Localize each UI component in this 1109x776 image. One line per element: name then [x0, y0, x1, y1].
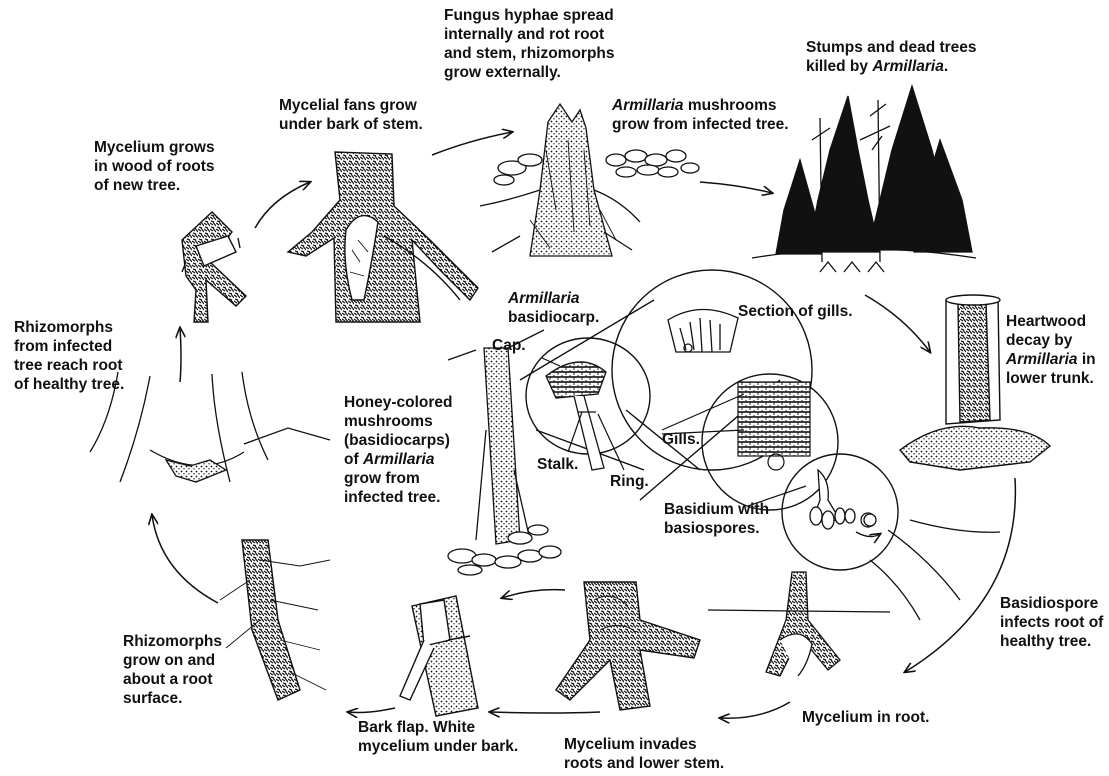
arrow-new-tree-to-fans [255, 182, 310, 228]
arrow-healthy-to-new-tree [180, 328, 181, 382]
invaded-roots-lower-stem [556, 582, 700, 710]
label-mycelium-in-root: Mycelium in root. [802, 708, 929, 727]
label-stumps-dead-trees: Stumps and dead trees killed by Armillar… [806, 38, 977, 76]
label-mycelial-fans: Mycelial fans growunder bark of stem. [279, 96, 423, 134]
label-section-of-gills: Section of gills. [738, 302, 853, 321]
label-rhizomorphs-grow: Rhizomorphsgrow on andabout a rootsurfac… [123, 632, 222, 708]
label-basidiocarp: Armillaria basidiocarp. [508, 289, 599, 327]
label-ring: Ring. [610, 472, 649, 491]
infected-tree-with-mushrooms [448, 330, 561, 575]
mycelium-in-root-stem [708, 572, 890, 676]
label-cap: Cap. [492, 336, 526, 355]
arrow-invades-to-honey-mushrooms [502, 590, 565, 598]
infected-root-healthy-tree [861, 513, 1000, 620]
root-piece-new-tree [182, 212, 246, 322]
basidium-drawing [810, 470, 880, 537]
basidiocarp-drawing [546, 362, 606, 470]
gills-detail-drawing [738, 382, 810, 470]
healthy-tree-roots [90, 372, 330, 482]
arrow-mushrooms-to-stumps [700, 182, 772, 193]
gills-leader-1 [662, 394, 744, 430]
label-rhizomorphs-infected: Rhizomorphsfrom infectedtree reach rooto… [14, 318, 124, 394]
stump-mushroom-cluster-left [494, 154, 542, 185]
label-gills: Gills. [662, 430, 700, 449]
arrow-heartwood-to-spore-infection [905, 478, 1015, 672]
stem-with-mycelial-fans [288, 152, 478, 322]
arrow-invades-to-bark [490, 712, 600, 713]
label-fungus-hyphae: Fungus hyphae spreadinternally and rot r… [444, 6, 615, 82]
label-mycelium-invades: Mycelium invadesroots and lower stem. [564, 735, 724, 773]
arrow-rhizomorphs-to-healthy [152, 515, 218, 603]
root-with-rhizomorphs [220, 540, 330, 700]
bark-flap-root [400, 596, 478, 716]
label-stalk: Stalk. [537, 455, 578, 474]
arrow-stumps-to-heartwood [865, 295, 930, 352]
arrow-root-to-invades [720, 702, 790, 718]
arrow-bark-to-rhizomorphs [348, 708, 395, 713]
arrow-fans-to-hyphae [432, 132, 512, 155]
label-armillaria-mushrooms: Armillaria mushrooms grow from infected … [612, 96, 789, 134]
label-basidiospore-infects: Basidiosporeinfects root ofhealthy tree. [1000, 594, 1103, 651]
label-basidium-with-basiospores: Basidium withbasiospores. [664, 500, 769, 538]
label-heartwood-decay: Heartwood decay by Armillaria in lower t… [1006, 312, 1096, 388]
label-honey-colored-mushrooms: Honey-colored mushrooms (basidiocarps) o… [344, 393, 453, 507]
stump-mushroom-cluster-right [606, 150, 699, 177]
gill-section-drawing [668, 309, 738, 352]
label-bark-flap: Bark flap. Whitemycelium under bark. [358, 718, 518, 756]
label-mycelium-new-tree: Mycelium growsin wood of rootsof new tre… [94, 138, 215, 195]
